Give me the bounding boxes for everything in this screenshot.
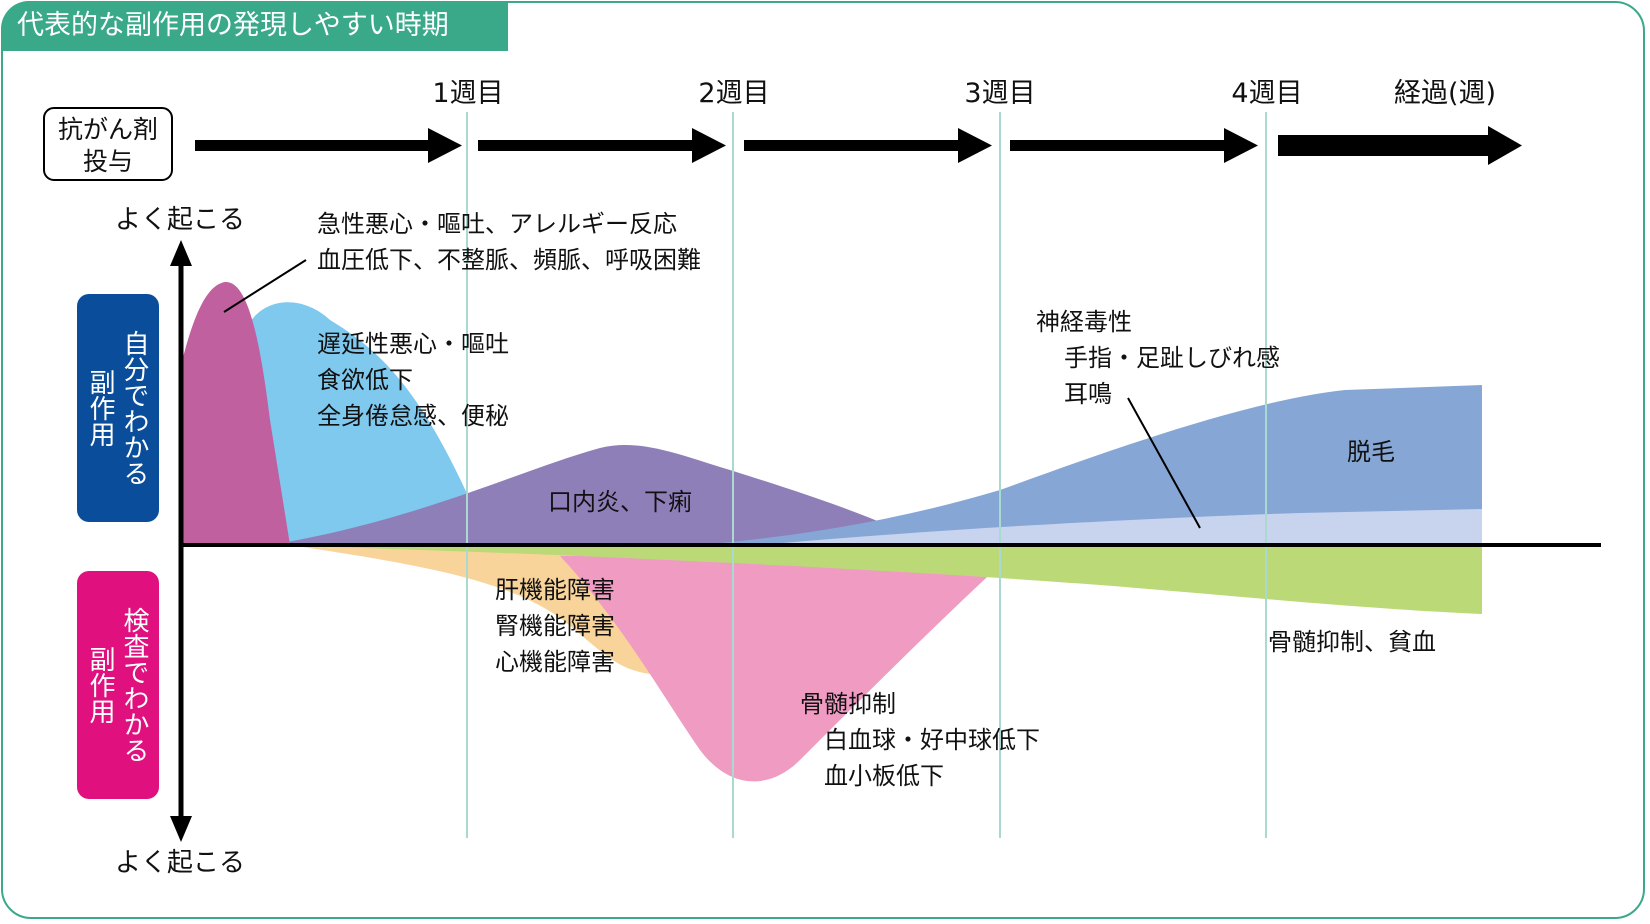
leader-acute: [223, 259, 307, 313]
axis-arrow-up: [170, 240, 192, 266]
week-label-2: 2週目: [698, 78, 769, 109]
week-label-4: 4週目: [1231, 78, 1302, 109]
label-neuro-line3: 耳鳴: [1064, 380, 1112, 408]
timeline-arrow-3: [744, 128, 992, 163]
start-box-line2: 投与: [83, 147, 133, 176]
label-stomatitis: 口内炎、下痢: [548, 488, 692, 516]
start-box-line1: 抗がん剤: [58, 115, 158, 144]
leader-neuro: [1127, 397, 1201, 529]
self-box-line1: 自分でわかる: [119, 330, 149, 486]
diagram-title: 代表的な副作用の発現しやすい時期: [1, 1, 508, 51]
area-marrow-early: [560, 556, 1000, 782]
label-neuro-line1: 神経毒性: [1036, 308, 1132, 336]
label-organ-line3: 心機能障害: [495, 648, 615, 676]
area-marrow-late: [300, 546, 1482, 614]
axis-arrow-down: [170, 816, 192, 842]
label-marrow-late: 骨髄抑制、貧血: [1268, 628, 1436, 656]
label-acute-line1: 急性悪心・嘔吐、アレルギー反応: [317, 210, 677, 238]
test-box-line1: 検査でわかる: [119, 607, 149, 763]
week-label-1: 1週目: [432, 78, 503, 109]
label-organ-line1: 肝機能障害: [495, 576, 615, 604]
label-delayed-line2: 食欲低下: [317, 366, 413, 394]
area-acute-reaction: [182, 281, 290, 545]
timeline-arrow-5: [1278, 126, 1522, 165]
timeline-arrow-4: [1010, 128, 1258, 163]
axis-top-label: よく起こる: [115, 205, 245, 235]
test-box-line2: 副作用: [85, 646, 115, 724]
label-delayed-line1: 遅延性悪心・嘔吐: [317, 330, 509, 358]
label-organ-line2: 腎機能障害: [495, 612, 615, 640]
area-alopecia: [700, 385, 1482, 545]
timeline-arrow-1: [195, 128, 462, 163]
self-box-line2: 副作用: [85, 369, 115, 447]
axis-bottom-label: よく起こる: [115, 848, 245, 878]
label-neuro-line2: 手指・足趾しびれ感: [1064, 344, 1280, 372]
label-marrow-early-line1: 骨髄抑制: [800, 690, 896, 718]
week-label-3: 3週目: [964, 78, 1035, 109]
timeline-arrow-2: [478, 128, 726, 163]
self-noticeable-box: [77, 294, 159, 522]
label-alopecia: 脱毛: [1347, 438, 1395, 466]
label-marrow-early-line2: 白血球・好中球低下: [824, 726, 1040, 754]
area-stomatitis: [270, 445, 920, 545]
label-acute-line2: 血圧低下、不整脈、頻脈、呼吸困難: [317, 246, 701, 274]
area-neurotoxicity: [760, 509, 1482, 545]
label-marrow-early-line3: 血小板低下: [824, 762, 944, 790]
test-detectable-box: [77, 571, 159, 799]
elapsed-label: 経過(週): [1394, 78, 1496, 109]
area-delayed-nausea: [240, 302, 480, 545]
start-box: [43, 107, 173, 181]
label-delayed-line3: 全身倦怠感、便秘: [317, 402, 509, 430]
